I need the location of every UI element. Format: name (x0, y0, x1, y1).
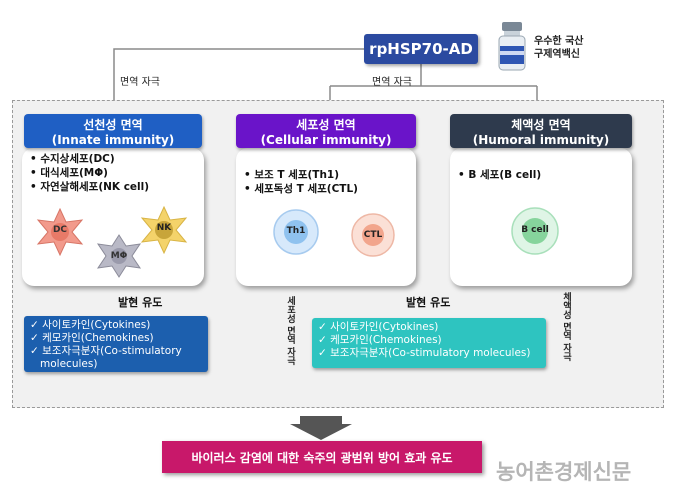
cellular-list: • 보조 T 세포(Th1) • 세포독성 T 세포(CTL) (244, 168, 358, 196)
innate-title-en: (Innate immunity) (51, 133, 175, 147)
dc-cell-icon (36, 208, 84, 256)
innate-item: • 자연살해세포(NK cell) (30, 181, 150, 193)
result-arrow-icon (290, 416, 352, 440)
adaptive-molecules-box: ✓ 사이토카인(Cytokines) ✓ 케모카인(Chemokines) ✓ … (312, 318, 546, 368)
vaccine-vial-icon (498, 22, 526, 71)
induction-label-left: 발현 유도 (118, 296, 163, 309)
vaccine-caption-line2: 구제역백신 (534, 49, 580, 60)
b-cell-label: B cell (521, 225, 549, 235)
cellular-item: • 보조 T 세포(Th1) (244, 169, 340, 181)
th1-cell-icon (273, 209, 319, 255)
molecule-line: ✓ 케모카인(Chemokines) (30, 332, 154, 344)
antigen-box: rpHSP70-AD (364, 34, 478, 64)
humoral-stim-vertical: 체액성 면역 자극 (561, 292, 571, 362)
watermark-text: 농어촌경제신문 (496, 460, 632, 484)
b-cell-icon (511, 207, 559, 255)
molecule-line: ✓ 케모카인(Chemokines) (318, 334, 442, 346)
humoral-title-en: (Humoral immunity) (472, 133, 610, 147)
stim-label-left: 면역 자극 (120, 77, 160, 88)
innate-item: • 수지상세포(DC) (30, 153, 115, 165)
innate-list: • 수지상세포(DC) • 대식세포(MΦ) • 자연살해세포(NK cell) (30, 152, 149, 194)
cellular-header: 세포성 면역 (Cellular immunity) (236, 114, 416, 148)
molecule-line: ✓ 사이토카인(Cytokines) (318, 321, 439, 333)
arrow-to-innate (108, 48, 364, 121)
innate-header: 선천성 면역 (Innate immunity) (24, 114, 202, 148)
molecule-line: ✓ 보조자극분자(Co-stimulatory (30, 345, 182, 357)
molecule-line: ✓ 사이토카인(Cytokines) (30, 319, 151, 331)
nk-cell-icon (140, 206, 188, 254)
nk-label: NK (156, 223, 172, 233)
molecule-line: ✓ 보조자극분자(Co-stimulatory molecules) (318, 347, 531, 359)
cellular-item: • 세포독성 T 세포(CTL) (244, 183, 358, 195)
cellular-title-kr: 세포성 면역 (296, 118, 356, 132)
molecule-line: molecules) (30, 358, 98, 370)
innate-molecules-box: ✓ 사이토카인(Cytokines) ✓ 케모카인(Chemokines) ✓ … (24, 316, 208, 372)
innate-item: • 대식세포(MΦ) (30, 167, 108, 179)
macrophage-cell-icon (96, 234, 142, 278)
humoral-item: • B 세포(B cell) (458, 169, 542, 181)
ctl-label: CTL (363, 230, 383, 240)
th1-label: Th1 (286, 226, 306, 236)
humoral-title-kr: 체액성 면역 (511, 118, 571, 132)
induction-label-right: 발현 유도 (406, 296, 451, 309)
macrophage-label: MΦ (110, 251, 128, 261)
cellular-title-en: (Cellular immunity) (260, 133, 392, 147)
ctl-cell-icon (351, 213, 395, 257)
dc-label: DC (52, 225, 68, 235)
humoral-list: • B 세포(B cell) (458, 168, 541, 182)
vaccine-caption: 우수한 국산 구제역백신 (534, 35, 583, 61)
vaccine-caption-line1: 우수한 국산 (534, 36, 584, 47)
cellular-stim-vertical: 세포성 면역 자극 (285, 296, 295, 366)
innate-title-kr: 선천성 면역 (83, 118, 143, 132)
cellular-panel (236, 148, 416, 286)
stim-label-center: 면역 자극 (372, 77, 412, 88)
humoral-header: 체액성 면역 (Humoral immunity) (450, 114, 632, 148)
result-box: 바이러스 감염에 대한 숙주의 광범위 방어 효과 유도 (162, 441, 482, 473)
